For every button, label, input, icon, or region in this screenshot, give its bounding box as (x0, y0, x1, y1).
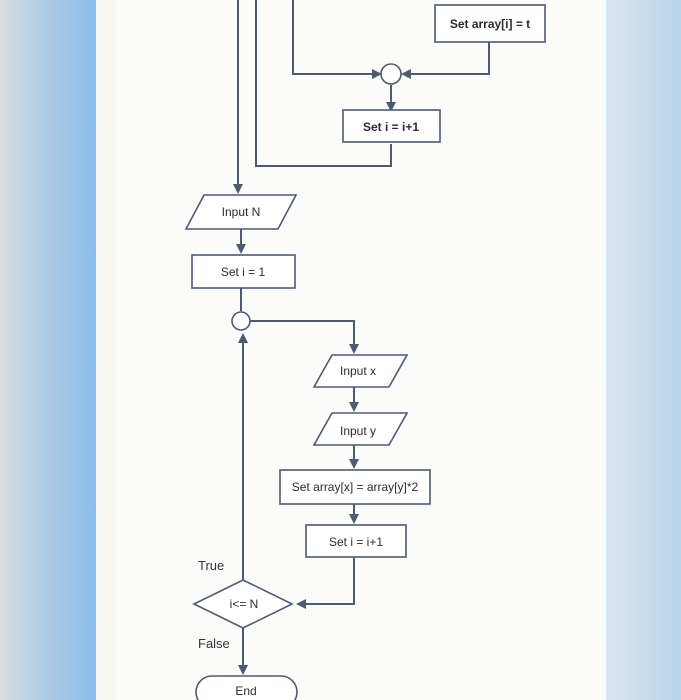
loop-connector (231, 311, 251, 331)
process-set-array-x: Set array[x] = array[y]*2 (279, 469, 431, 505)
connector-loop-return (255, 0, 392, 167)
connector-to-merge (292, 0, 382, 79)
connector-array-to-merge (401, 42, 490, 79)
background-right-band (606, 0, 681, 700)
io-input-n: Input N (184, 194, 298, 230)
top-connectors (233, 0, 490, 194)
merge-connector-top (380, 63, 402, 85)
process-set-i-increment: Set i = i+1 (305, 524, 407, 558)
terminal-end-label: End (235, 684, 256, 698)
connector-increment-to-decision (296, 557, 355, 609)
decision-i-le-n: i<= N (192, 579, 294, 629)
io-input-n-label: Input N (222, 205, 261, 219)
io-input-y-label: Input y (340, 424, 376, 438)
process-set-i-increment-top-label: Set i = i+1 (363, 120, 419, 134)
connector-loop-to-inputx (250, 320, 359, 354)
process-set-i-increment-label: Set i = i+1 (329, 535, 383, 549)
process-set-i-init: Set i = 1 (191, 254, 296, 289)
terminal-end: End (195, 675, 298, 700)
decision-i-le-n-label: i<= N (230, 597, 259, 611)
background-left-band (0, 0, 96, 700)
io-input-x: Input x (312, 354, 409, 388)
process-set-i-init-label: Set i = 1 (221, 265, 266, 279)
process-set-array-x-label: Set array[x] = array[y]*2 (292, 480, 419, 494)
io-input-x-label: Input x (340, 364, 376, 378)
process-set-i-increment-top: Set i = i+1 (342, 109, 441, 143)
process-set-array-i: Set array[i] = t (434, 4, 546, 43)
true-label: True (198, 558, 224, 573)
false-label: False (198, 636, 230, 651)
process-set-array-i-label: Set array[i] = t (450, 17, 530, 31)
io-input-y: Input y (312, 412, 409, 446)
